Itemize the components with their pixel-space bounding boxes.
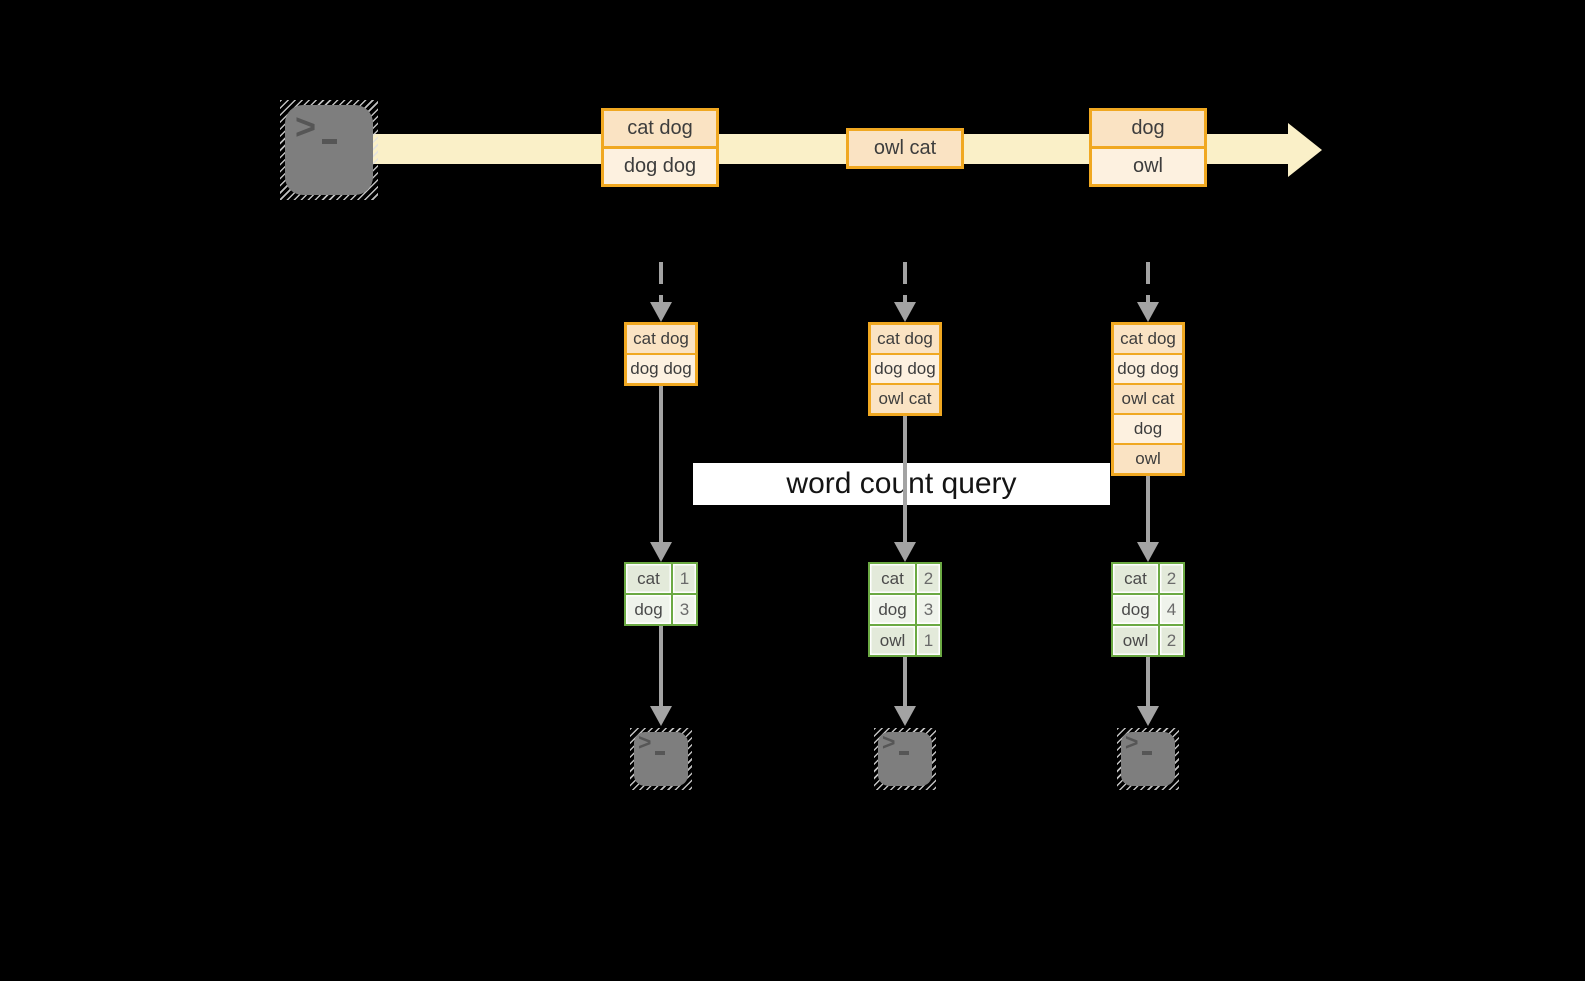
count-word: cat bbox=[626, 564, 671, 593]
terminal-cursor-icon bbox=[1142, 751, 1152, 755]
stream-record: dog bbox=[1092, 111, 1204, 146]
state-record: dog bbox=[1114, 413, 1182, 443]
arrowhead-icon bbox=[894, 542, 916, 562]
sink-terminal-icon: > bbox=[630, 728, 692, 790]
dashed-arrow bbox=[659, 262, 663, 302]
source-terminal-icon: > bbox=[280, 100, 378, 200]
stream-record: dog dog bbox=[604, 146, 716, 184]
count-value: 2 bbox=[1160, 564, 1183, 593]
sink-terminal-icon: > bbox=[1117, 728, 1179, 790]
arrow-line bbox=[659, 626, 663, 706]
stream-batch-2: owl cat bbox=[846, 128, 964, 169]
dashed-arrow bbox=[903, 262, 907, 302]
state-record: dog dog bbox=[1114, 353, 1182, 383]
stream-record: owl bbox=[1092, 146, 1204, 184]
terminal-prompt-icon: > bbox=[638, 729, 652, 755]
state-record: dog dog bbox=[627, 353, 695, 383]
terminal-body bbox=[634, 732, 688, 786]
count-word: owl bbox=[870, 626, 915, 655]
count-value: 4 bbox=[1160, 595, 1183, 624]
stream-record: owl cat bbox=[849, 131, 961, 166]
arrowhead-icon bbox=[1137, 706, 1159, 726]
dashed-arrow bbox=[1146, 262, 1150, 302]
arrowhead-icon bbox=[650, 542, 672, 562]
state-record: cat dog bbox=[1114, 325, 1182, 353]
stream-batch-3: dog owl bbox=[1089, 108, 1207, 187]
stream-arrowhead-icon bbox=[1288, 123, 1322, 177]
arrowhead-icon bbox=[650, 302, 672, 322]
state-record: owl cat bbox=[871, 383, 939, 413]
sink-terminal-icon: > bbox=[874, 728, 936, 790]
terminal-prompt-icon: > bbox=[295, 106, 317, 147]
state-record: dog dog bbox=[871, 353, 939, 383]
state-box-1: cat dog dog dog bbox=[624, 322, 698, 386]
terminal-body bbox=[1121, 732, 1175, 786]
terminal-prompt-icon: > bbox=[882, 729, 896, 755]
arrow-line bbox=[903, 416, 907, 542]
count-value: 1 bbox=[917, 626, 940, 655]
count-value: 1 bbox=[673, 564, 696, 593]
count-table-2: cat 2 dog 3 owl 1 bbox=[868, 562, 942, 657]
stream-batch-1: cat dog dog dog bbox=[601, 108, 719, 187]
count-word: owl bbox=[1113, 626, 1158, 655]
arrow-line bbox=[903, 657, 907, 706]
state-box-2: cat dog dog dog owl cat bbox=[868, 322, 942, 416]
state-record: owl cat bbox=[1114, 383, 1182, 413]
arrowhead-icon bbox=[650, 706, 672, 726]
arrow-line bbox=[659, 386, 663, 542]
arrowhead-icon bbox=[1137, 542, 1159, 562]
count-word: dog bbox=[1113, 595, 1158, 624]
count-word: dog bbox=[870, 595, 915, 624]
arrow-line bbox=[1146, 476, 1150, 542]
query-label: word count query bbox=[693, 463, 1110, 505]
count-value: 2 bbox=[1160, 626, 1183, 655]
terminal-body bbox=[285, 105, 373, 195]
arrow-line bbox=[1146, 657, 1150, 706]
state-record: cat dog bbox=[627, 325, 695, 353]
count-table-3: cat 2 dog 4 owl 2 bbox=[1111, 562, 1185, 657]
terminal-cursor-icon bbox=[322, 139, 337, 144]
state-record: owl bbox=[1114, 443, 1182, 473]
terminal-cursor-icon bbox=[655, 751, 665, 755]
arrowhead-icon bbox=[894, 706, 916, 726]
count-word: dog bbox=[626, 595, 671, 624]
count-value: 3 bbox=[917, 595, 940, 624]
count-word: cat bbox=[870, 564, 915, 593]
count-word: cat bbox=[1113, 564, 1158, 593]
terminal-cursor-icon bbox=[899, 751, 909, 755]
terminal-body bbox=[878, 732, 932, 786]
count-value: 2 bbox=[917, 564, 940, 593]
state-record: cat dog bbox=[871, 325, 939, 353]
arrowhead-icon bbox=[894, 302, 916, 322]
arrowhead-icon bbox=[1137, 302, 1159, 322]
terminal-prompt-icon: > bbox=[1125, 729, 1139, 755]
count-value: 3 bbox=[673, 595, 696, 624]
stream-record: cat dog bbox=[604, 111, 716, 146]
count-table-1: cat 1 dog 3 bbox=[624, 562, 698, 626]
state-box-3: cat dog dog dog owl cat dog owl bbox=[1111, 322, 1185, 476]
